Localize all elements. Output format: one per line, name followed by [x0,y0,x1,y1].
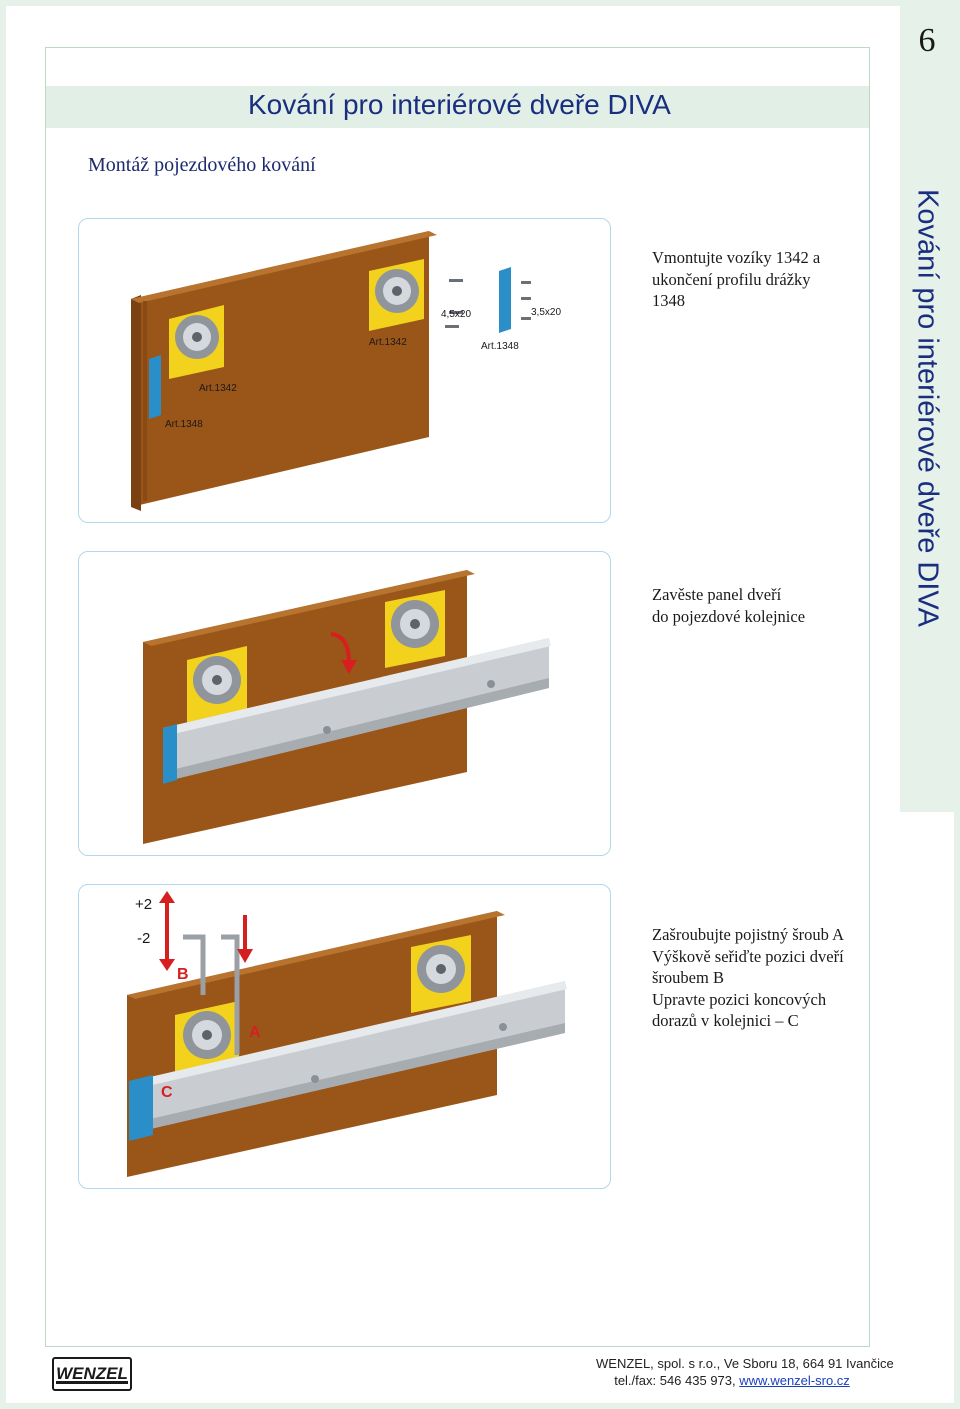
figure-hang-door [78,551,611,856]
step-3-line: Upravte pozici koncových [652,989,827,1009]
illustration-mount-carriages: Art.1342 Art.1342 Art.1348 Art.1348 4,5x… [131,231,561,511]
step-3-line: dorazů v kolejnici – C [652,1011,799,1030]
step-3-line: Zašroubujte pojistný šroub A [652,925,845,944]
label-art1342-left: Art.1342 [199,383,237,394]
title-band [46,86,869,128]
label-art1348-right: Art.1348 [481,341,519,352]
figure-mount-carriages: Art.1342 Art.1342 Art.1348 Art.1348 4,5x… [78,218,611,523]
section-title: Montáž pojezdového kování [88,154,316,176]
step-1-line: Vmontujte vozíky 1342 a [652,248,821,267]
footer-phone: tel./fax: 546 435 973, [614,1373,736,1388]
content-frame [45,47,870,1347]
illustration-hang-door [143,570,551,844]
step-3-line: šroubem B [652,968,724,987]
label-stop-c: C [161,1084,173,1101]
step-2-line: do pojezdové kolejnice [652,606,806,626]
step-2-line: Zavěste panel dveří [652,585,782,604]
label-screw-4-5x20: 4,5x20 [441,309,471,320]
logo-text: WENZEL [56,1364,128,1383]
label-screw-a: A [249,1024,261,1041]
illustration-adjust-door: +2 -2 B A C [127,891,567,1177]
footer-contact: WENZEL, spol. s r.o., Ve Sboru 18, 664 9… [596,1355,894,1389]
step-3-line: Výškově seřiďte pozici dveří [652,946,844,966]
footer-website-link[interactable]: www.wenzel-sro.cz [739,1373,850,1388]
side-title: Kování pro interiérové dveře DIVA [911,189,944,627]
label-plus-2: +2 [135,896,152,913]
wenzel-logo: WENZEL [52,1357,132,1396]
label-screw-b: B [177,966,189,983]
step-1-line: ukončení profilu drážky [652,269,811,289]
footer-phone-line: tel./fax: 546 435 973, www.wenzel-sro.cz [596,1372,868,1389]
step-3-text: Zašroubujte pojistný šroub A Výškově seř… [652,924,844,1032]
label-art1342-right: Art.1342 [369,337,407,348]
label-art1348-left: Art.1348 [165,419,203,430]
step-1-line: 1348 [652,291,685,310]
label-screw-3-5x20: 3,5x20 [531,307,561,318]
figure-adjust-door: +2 -2 B A C [78,884,611,1189]
footer-company: WENZEL, spol. s r.o., Ve Sboru 18, 664 9… [596,1356,894,1371]
step-1-text: Vmontujte vozíky 1342 a ukončení profilu… [652,247,820,312]
side-tab [900,6,954,812]
label-minus-2: -2 [137,930,150,947]
page-title: Kování pro interiérové dveře DIVA [248,89,671,120]
page-number: 6 [918,22,936,59]
step-2-text: Zavěste panel dveří do pojezdové kolejni… [652,584,805,627]
